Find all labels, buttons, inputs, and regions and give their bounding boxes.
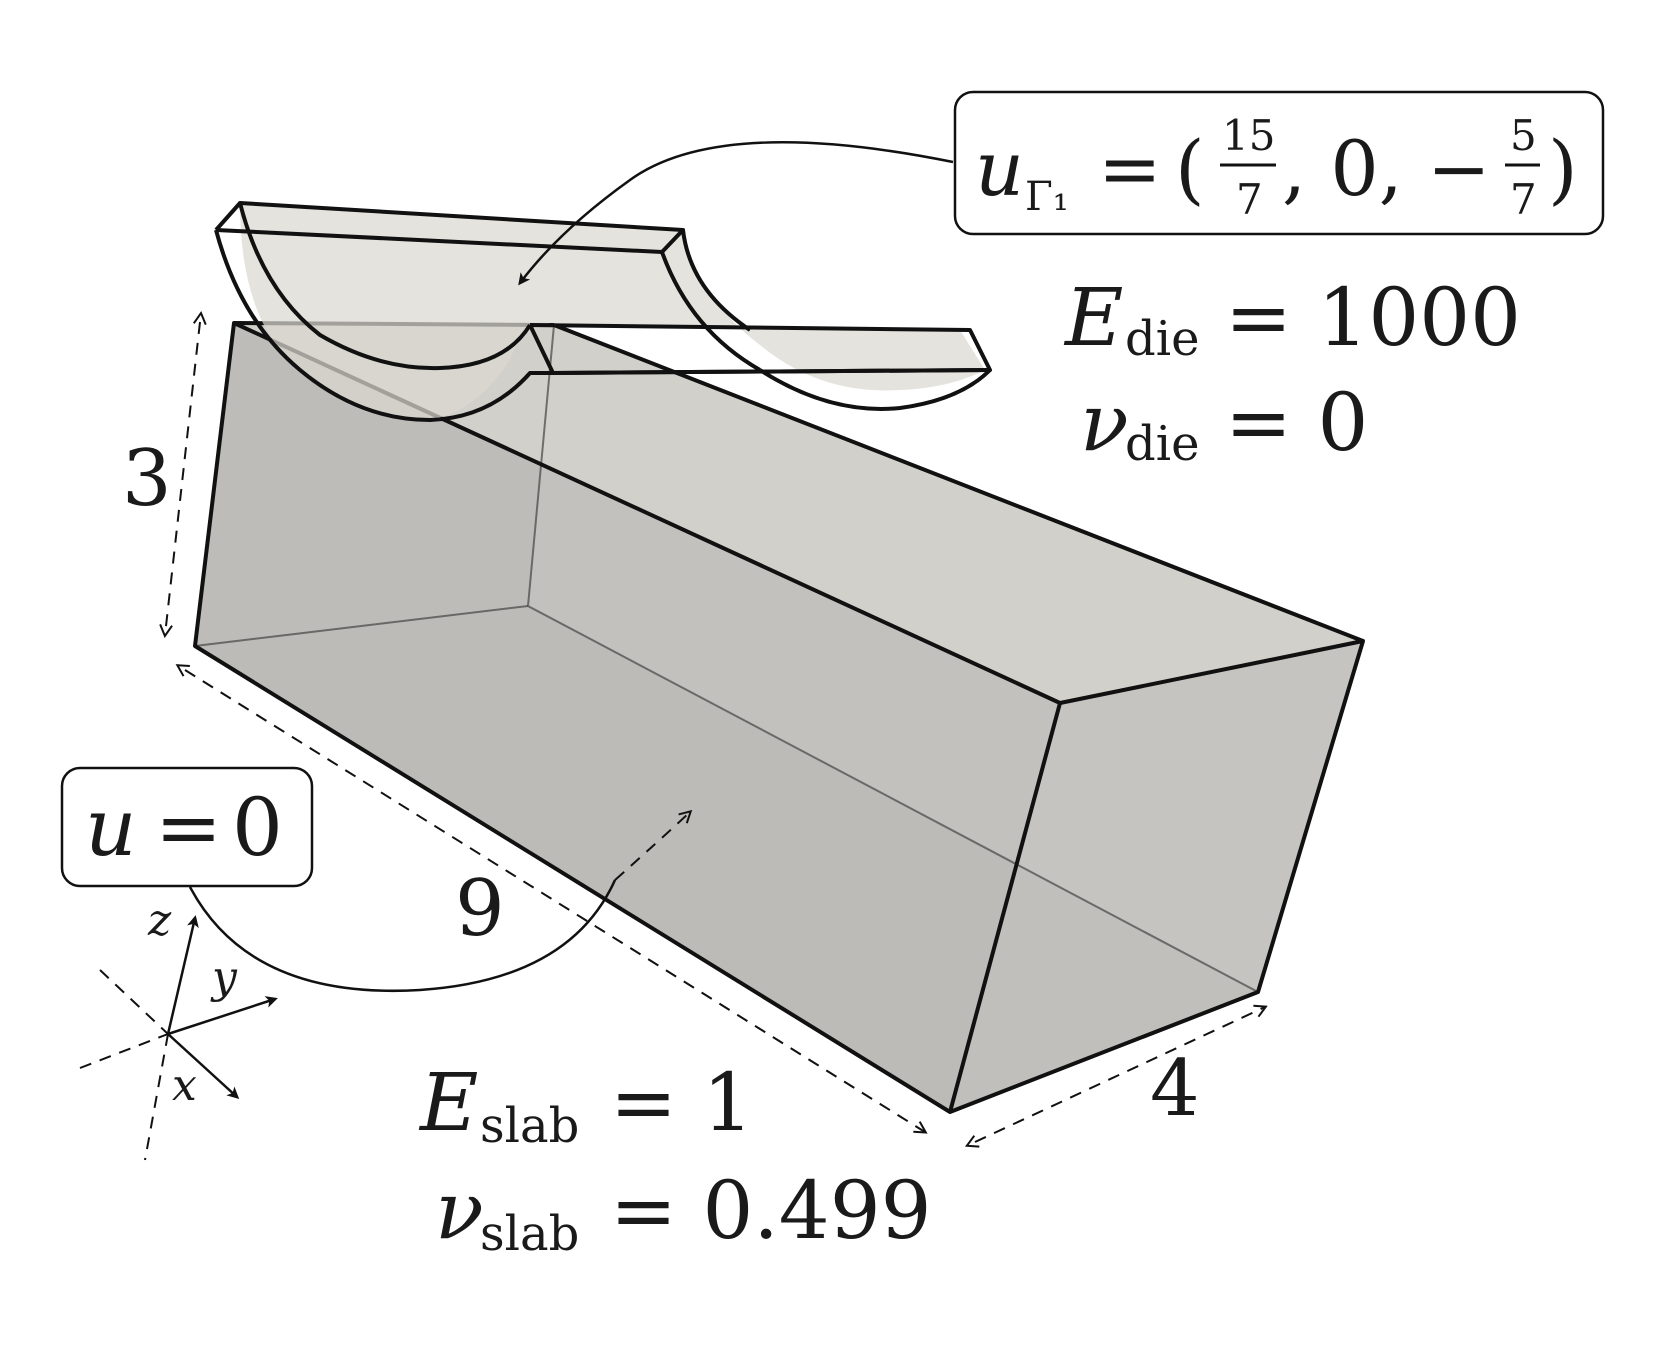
svg-text:= 1000: = 1000: [1225, 271, 1521, 364]
fixed-boundary-formula: u = 0: [85, 781, 283, 874]
svg-text:= 1: = 1: [610, 1056, 753, 1149]
svg-text:7: 7: [1510, 175, 1537, 224]
svg-text:0: 0: [232, 781, 283, 874]
fixed-boundary-box: [60, 766, 314, 888]
dimension-length-label: 9: [455, 864, 505, 954]
die-displacement-box: [953, 90, 1605, 236]
svg-text:7: 7: [1236, 175, 1263, 224]
dimension-width-label: 4: [1150, 1044, 1200, 1134]
slab-material-nu: ν slab = 0.499: [435, 1164, 931, 1262]
die-material-E: E die = 1000: [1063, 271, 1521, 367]
slab-end-face: [950, 641, 1363, 1112]
svg-text:): ): [1548, 124, 1578, 213]
fixed-boundary-pointer: [188, 879, 617, 993]
axis-z-arrow: [166, 915, 199, 1035]
die-back-profile: [238, 202, 532, 371]
axis-y-label: y: [210, 952, 238, 1003]
axis-x-arrow: [167, 1033, 240, 1100]
svg-text:E: E: [418, 1056, 478, 1149]
svg-text:(: (: [1175, 124, 1205, 213]
die-displacement-formula: u Γ₁ = ( 15 7 , 0, − 5 7 ): [975, 111, 1578, 224]
svg-text:slab: slab: [480, 1206, 579, 1262]
dimension-width-line: [975, 1007, 1265, 1142]
svg-text:E: E: [1063, 271, 1123, 364]
svg-text:, 0, −: , 0, −: [1282, 124, 1491, 213]
svg-text:=: =: [155, 781, 222, 874]
axis-z-label: z: [147, 895, 172, 946]
dimension-height-line: [165, 322, 200, 635]
dimension-height-label: 3: [122, 434, 172, 524]
axes-triad: z y x: [79, 895, 278, 1161]
axis-x-label: x: [172, 1060, 197, 1111]
die: [214, 201, 992, 422]
svg-text:u: u: [85, 781, 137, 874]
die-front-profile: [214, 229, 991, 422]
svg-text:slab: slab: [480, 1098, 579, 1154]
svg-text:u: u: [975, 124, 1024, 213]
svg-text:= 0.499: = 0.499: [610, 1164, 931, 1257]
svg-text:= 0: = 0: [1225, 376, 1368, 469]
svg-text:die: die: [1125, 311, 1199, 367]
die-material-nu: ν die = 0: [1080, 376, 1368, 472]
slab-material-E: E slab = 1: [418, 1056, 753, 1154]
svg-text:die: die: [1125, 416, 1199, 472]
svg-text:5: 5: [1510, 111, 1537, 160]
die-surface: [240, 203, 985, 420]
svg-text:=: =: [1098, 124, 1162, 213]
die-displacement-pointer: [518, 141, 954, 286]
svg-text:15: 15: [1222, 111, 1275, 160]
axis-y-arrow: [167, 996, 278, 1036]
slab-top-face: [234, 323, 1363, 703]
svg-text:Γ₁: Γ₁: [1025, 174, 1069, 220]
svg-text:ν: ν: [435, 1164, 484, 1257]
svg-text:ν: ν: [1080, 376, 1129, 469]
